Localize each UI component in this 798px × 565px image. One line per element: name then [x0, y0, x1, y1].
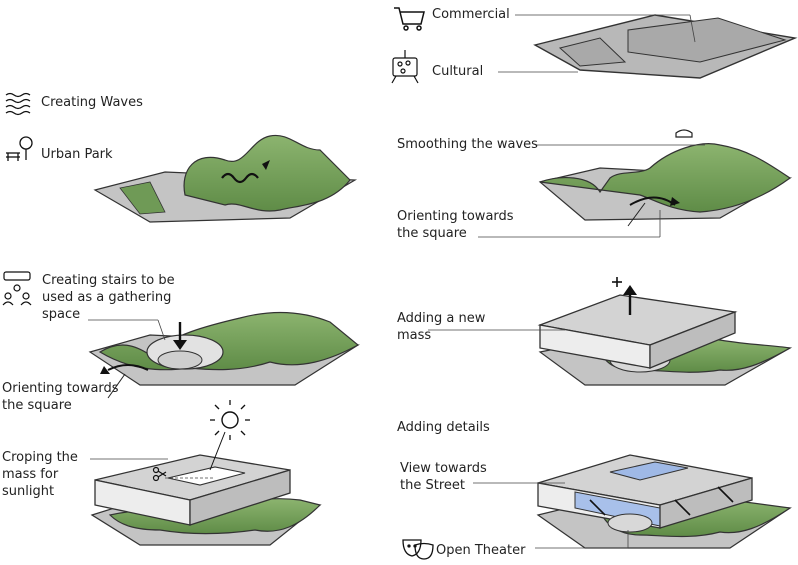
label-orienting-square-1: Orienting towards the square — [397, 209, 514, 241]
site-base-slab — [498, 14, 798, 79]
label-urban-park: Urban Park — [41, 147, 113, 162]
stairs-slab — [88, 311, 360, 399]
label-view-street: View towards the Street — [400, 461, 487, 493]
people-gathering-icon — [2, 271, 32, 306]
label-cultural: Cultural — [432, 64, 484, 79]
tree-bench-icon — [6, 136, 33, 161]
label-creating-stairs: Creating stairs to be used as a gatherin… — [42, 273, 175, 322]
wave-arrow-icon — [221, 172, 259, 184]
scissors-icon — [152, 466, 167, 482]
mass-slab — [428, 277, 793, 386]
label-creating-waves: Creating Waves — [41, 95, 143, 110]
label-open-theater: Open Theater — [436, 543, 526, 558]
sun-icon — [210, 400, 250, 440]
waves-slab-1 — [93, 134, 358, 223]
label-smoothing-waves: Smoothing the waves — [397, 137, 538, 152]
details-slab — [473, 454, 792, 549]
crop-slab — [90, 400, 322, 546]
label-orienting-square-2: Orienting towards the square — [2, 381, 119, 413]
label-croping-mass: Croping the mass for sunlight — [2, 450, 78, 499]
theater-masks-icon — [402, 539, 434, 560]
label-commercial: Commercial — [432, 7, 510, 22]
cart-icon — [394, 7, 425, 31]
waves-icon — [5, 92, 31, 116]
label-adding-details: Adding details — [397, 420, 490, 435]
label-adding-mass: Adding a new mass — [397, 311, 486, 343]
plus-icon — [612, 277, 622, 287]
waves-slab-2 — [478, 129, 793, 238]
iron-icon — [675, 129, 693, 138]
easel-icon — [391, 50, 419, 84]
